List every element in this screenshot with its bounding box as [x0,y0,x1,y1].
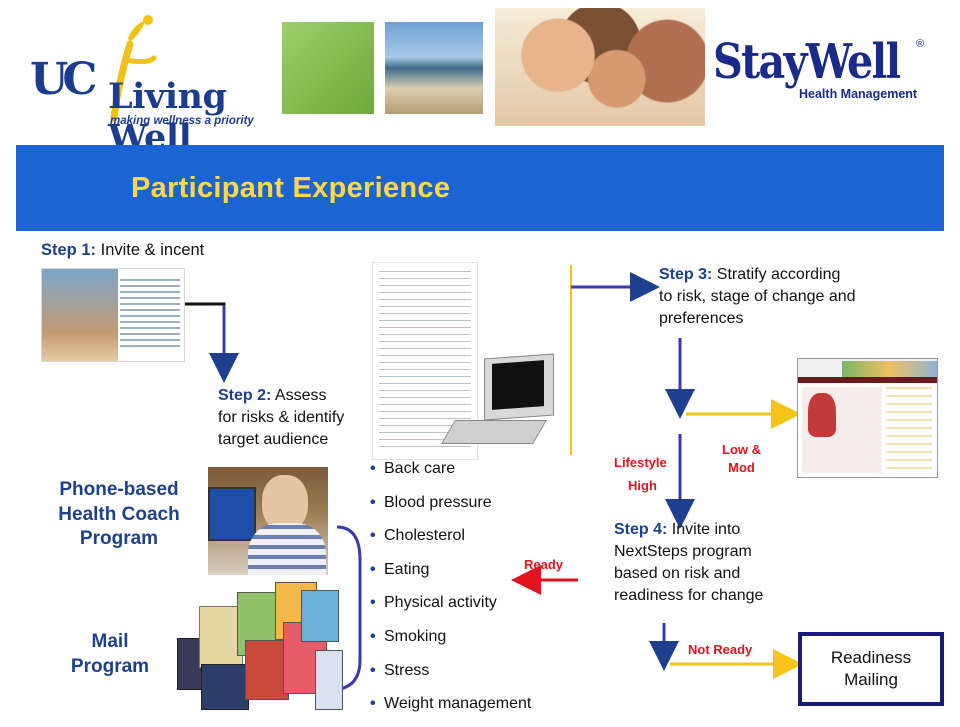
step2-label: Step 2: [218,387,272,404]
step1-description: Invite & incent [100,241,205,259]
registered-mark: ® [916,38,925,50]
step1-text: Step 1: Invite & incent [41,240,204,262]
topic-eating: Eating [384,560,430,578]
readiness-line2: Mailing [844,670,898,689]
list-item: •Back care [370,460,456,477]
readiness-line1: Readiness [830,647,912,667]
mail-program-booklets-image [177,578,343,710]
list-item: •Weight management [370,695,532,713]
family-faces-photo [495,8,705,126]
high-label: High [628,478,657,493]
staywell-website-screenshot [797,358,938,478]
step3-line1: Stratify according [716,266,841,283]
invitation-brochure-image [41,268,185,362]
step3-text: Step 3: Stratify according to risk, stag… [659,264,856,330]
staywell-wordmark: StayWell [713,34,901,90]
step4-line1: Invite into [671,521,741,538]
step2-line2: for risks & identify [218,409,345,426]
step3-line2: to risk, stage of change and [659,288,856,305]
readiness-mailing-box: Readiness Mailing [798,632,944,706]
topic-back-care: Back care [384,460,456,477]
ready-label: Ready [524,557,564,572]
mail-program-label: Mail Program [46,630,174,679]
computer-image [441,353,556,456]
topic-blood-pressure: Blood pressure [384,493,492,511]
list-item: •Physical activity [370,594,497,612]
list-item: •Stress [370,661,430,679]
step1-to-step2-connector [183,302,226,372]
uc-monogram: UC [30,54,97,105]
phone-coach-program-label: Phone-based Health Coach Program [44,478,194,552]
list-item: •Cholesterol [370,527,465,545]
phone-line1: Phone-based [59,479,179,500]
low-mod-label: Low & Mod [722,441,761,477]
step4-line2: NextSteps program [614,543,752,560]
list-item: •Eating [370,560,430,578]
step3-line3: preferences [659,310,744,327]
not-ready-label: Not Ready [688,642,753,657]
health-coach-photo [208,467,328,575]
topic-cholesterol: Cholesterol [384,527,465,545]
step4-line4: readiness for change [614,587,764,604]
step1-label: Step 1: [41,241,97,259]
step4-text: Step 4: Invite into NextSteps program ba… [614,519,763,607]
list-item: •Smoking [370,627,447,645]
page-title: Participant Experience [131,172,451,204]
mail-line2: Program [70,655,150,677]
step2-line3: target audience [218,431,329,448]
step4-line3: based on risk and [614,565,741,582]
topic-stress: Stress [384,661,430,679]
topic-weight-management: Weight management [384,695,532,713]
green-leaf-photo [282,22,374,114]
health-topics-list: •Back care •Blood pressure •Cholesterol … [370,458,531,727]
low-mod-line2: Mod [728,460,755,475]
low-mod-line1: Low & [722,442,761,457]
phone-line2: Health Coach [58,503,180,525]
step2-text: Step 2: Assess for risks & identify targ… [218,385,344,451]
title-banner [16,145,944,231]
step3-label: Step 3: [659,266,713,283]
staywell-subtitle: Health Management [799,87,918,101]
step4-label: Step 4: [614,521,668,538]
step2-line1: Assess [274,387,327,404]
lifestyle-label: Lifestyle [614,455,667,470]
staywell-logo: StayWell ® Health Management [713,34,933,108]
uc-tagline: making wellness a priority [110,115,254,127]
beach-photo [385,22,483,114]
mail-line1: Mail [91,631,129,652]
phone-line3: Program [79,528,159,550]
topic-physical-activity: Physical activity [384,594,497,612]
topic-smoking: Smoking [384,627,447,645]
list-item: •Blood pressure [370,493,492,511]
uc-figure-icon [110,15,157,122]
